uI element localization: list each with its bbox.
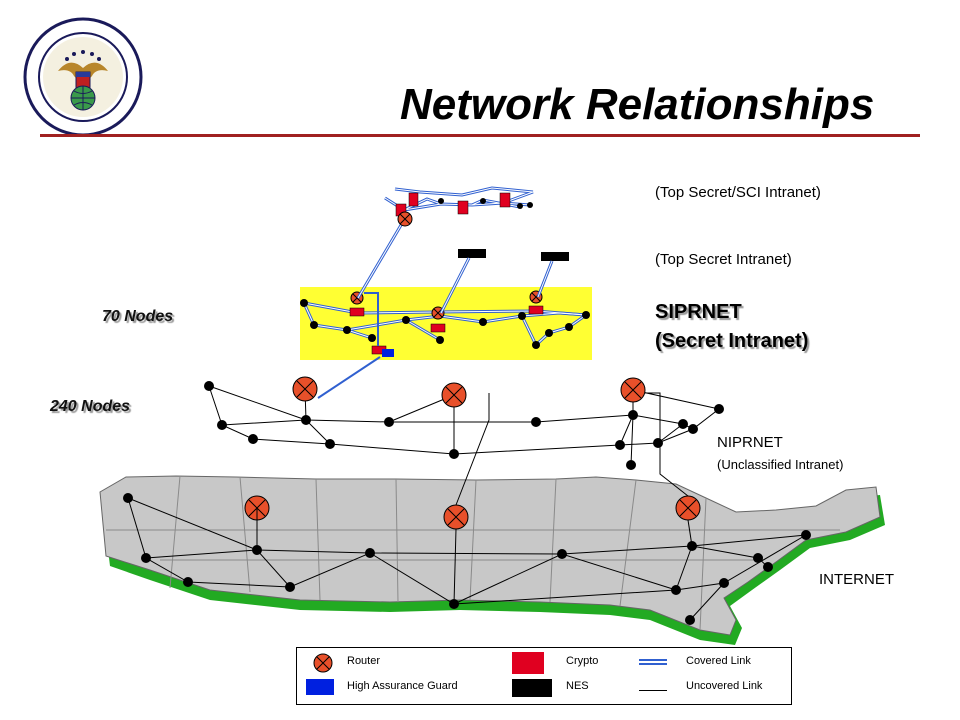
niprnet-nodes	[204, 381, 724, 470]
nodes-240-label: 240 Nodes	[50, 398, 131, 415]
niprnet-sub-label: (Unclassified Intranet)	[717, 457, 844, 472]
page-title: Network Relationships	[400, 80, 875, 129]
agency-seal-icon	[23, 17, 143, 137]
router-icon	[620, 377, 646, 403]
siprnet-crypto	[349, 305, 544, 355]
siprnet-band	[300, 287, 592, 360]
internet-us-map	[99, 475, 885, 645]
ts-sci-label: (Top Secret/SCI Intranet)	[655, 184, 821, 201]
high-assurance-guard-icon	[306, 679, 334, 695]
router-icon	[441, 382, 467, 408]
legend-nes: NES	[566, 680, 589, 692]
uncovered-link-icon	[639, 690, 667, 691]
nes-icon	[458, 249, 486, 258]
router-icon	[313, 653, 333, 673]
siprnet-nodes	[300, 299, 590, 349]
siprnet-label: SIPRNET	[655, 301, 742, 323]
siprnet-sub-label: (Secret Intranet)	[655, 330, 809, 352]
legend: Router High Assurance Guard Crypto NES C…	[296, 647, 792, 705]
niprnet-routers	[292, 376, 646, 408]
router-icon	[397, 211, 413, 227]
high-assurance-guard-icon	[382, 349, 394, 357]
legend-crypto: Crypto	[566, 655, 599, 667]
crypto-icon	[512, 652, 544, 674]
nodes-70-label: 70 Nodes	[102, 308, 174, 325]
legend-uncovered: Uncovered Link	[686, 680, 763, 692]
ts-nes-units	[458, 249, 569, 261]
nes-icon	[541, 252, 569, 261]
router-icon	[443, 504, 469, 530]
legend-router: Router	[347, 655, 381, 667]
legend-hag: High Assurance Guard	[347, 680, 458, 692]
router-icon	[675, 495, 701, 521]
router-icon	[292, 376, 318, 402]
niprnet-label: NIPRNET	[717, 434, 783, 451]
legend-covered: Covered Link	[686, 655, 751, 667]
internet-label: INTERNET	[819, 571, 894, 588]
title-divider	[40, 134, 920, 137]
covered-link-icon	[639, 659, 667, 661]
nes-icon	[512, 679, 552, 697]
ts-label: (Top Secret Intranet)	[655, 251, 792, 268]
